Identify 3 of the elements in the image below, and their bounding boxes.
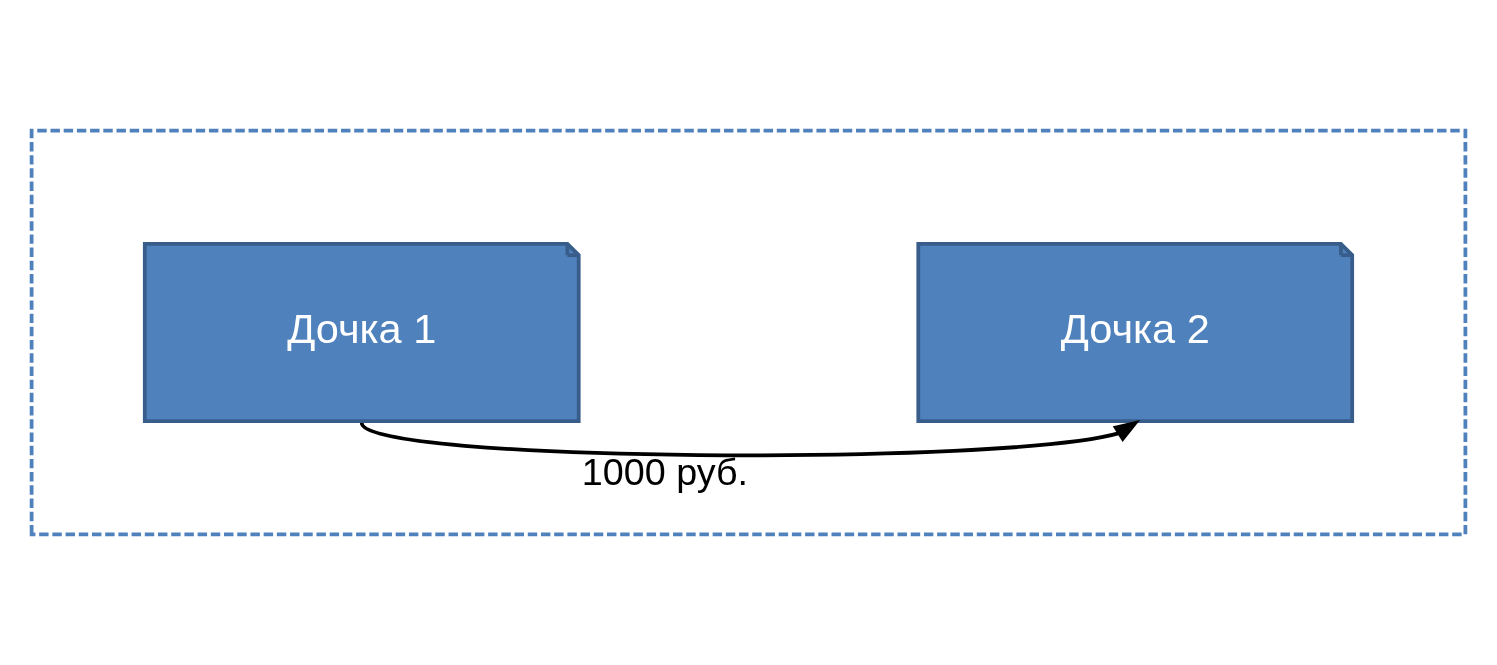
edge-label: 1000 руб.: [581, 451, 749, 494]
cluster: [29, 128, 1468, 537]
arrow: [360, 420, 1141, 458]
